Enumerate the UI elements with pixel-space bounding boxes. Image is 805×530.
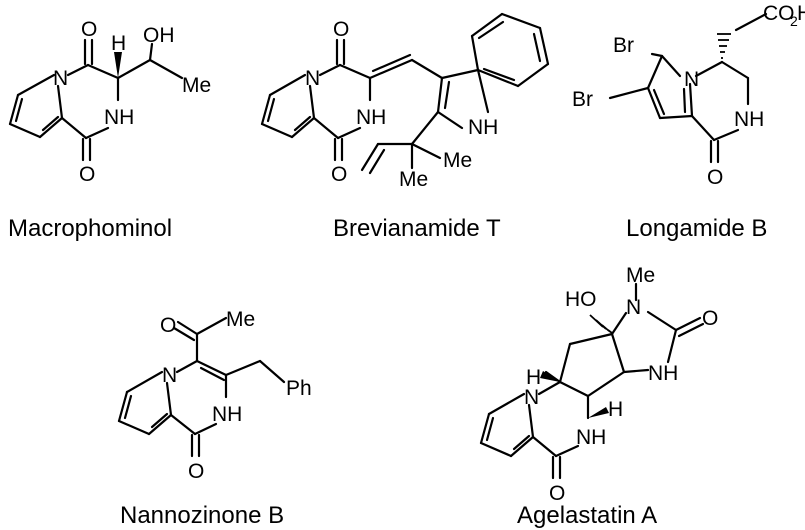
atom-ph: Ph xyxy=(286,377,312,400)
atom-nh: NH xyxy=(468,116,498,139)
atom-o: O xyxy=(81,18,97,41)
compound-label: Longamide B xyxy=(626,215,767,242)
brevianamide-bonds xyxy=(260,12,550,175)
atom-n: N xyxy=(524,386,539,409)
atom-h: H xyxy=(526,366,541,389)
agelastatin-bonds xyxy=(479,282,705,480)
atom-o: O xyxy=(160,314,176,337)
longamide-atoms: Br Br N NH O CO 2 H xyxy=(572,2,805,189)
atom-o: O xyxy=(331,163,347,186)
atom-co2h-co: CO xyxy=(763,2,795,25)
longamide-bonds xyxy=(608,12,768,164)
atom-me: Me xyxy=(226,308,255,331)
atom-nh: NH xyxy=(576,426,606,449)
atom-h: H xyxy=(608,398,623,421)
atom-o: O xyxy=(188,460,204,483)
structure-longamide-b: Br Br N NH O CO 2 H Longamide B xyxy=(572,2,805,242)
compound-label: Nannozinone B xyxy=(120,502,284,529)
atom-me: Me xyxy=(443,149,472,172)
atom-n: N xyxy=(684,68,699,91)
structure-brevianamide-t: O N NH O NH Me Me Brevianamide T xyxy=(260,12,550,242)
agelastatin-h-wedge-2 xyxy=(540,371,560,382)
atom-me: Me xyxy=(399,168,428,191)
compound-label: Brevianamide T xyxy=(333,215,501,242)
atom-o: O xyxy=(549,482,565,505)
macrophominol-bonds xyxy=(8,38,184,162)
structure-macrophominol: O N H OH Me NH O Macrophominol xyxy=(8,18,211,242)
atom-n: N xyxy=(53,67,68,90)
atom-nh: NH xyxy=(104,106,134,129)
atom-o: O xyxy=(702,307,718,330)
brevianamide-atoms: O N NH O NH Me Me xyxy=(305,18,498,191)
compound-label: Macrophominol xyxy=(8,215,172,242)
structure-agelastatin-a: HO N Me O NH H N H NH O Agelastatin A xyxy=(479,264,718,529)
atom-br: Br xyxy=(613,34,634,57)
atom-nh: NH xyxy=(356,106,386,129)
atom-o: O xyxy=(333,18,349,41)
atom-n: N xyxy=(626,296,641,319)
atom-nh: NH xyxy=(734,108,764,131)
atom-ho: HO xyxy=(565,288,597,311)
macrophominol-atoms: O N H OH Me NH O xyxy=(53,18,211,186)
atom-o: O xyxy=(707,166,723,189)
atom-me: Me xyxy=(182,74,211,97)
atom-nh: NH xyxy=(212,403,242,426)
compound-label: Agelastatin A xyxy=(517,502,657,529)
nannozinone-bonds xyxy=(117,316,286,458)
structure-nannozinone-b: O Me N Ph NH O Nannozinone B xyxy=(117,308,312,529)
atom-me: Me xyxy=(626,264,655,287)
atom-o: O xyxy=(79,163,95,186)
atom-n: N xyxy=(162,364,177,387)
atom-br: Br xyxy=(572,88,593,111)
atom-n: N xyxy=(305,67,320,90)
carboxylic-acid-label: CO 2 H xyxy=(763,2,805,29)
macrophominol-h-wedge xyxy=(114,52,122,78)
atom-oh: OH xyxy=(143,24,175,47)
atom-h: H xyxy=(111,32,126,55)
longamide-hash-bond xyxy=(717,33,731,59)
atom-co2h-h: H xyxy=(797,2,805,25)
atom-nh: NH xyxy=(648,362,678,385)
agelastatin-atoms: HO N Me O NH H N H NH O xyxy=(524,264,718,505)
agelastatin-oh-hash xyxy=(589,314,613,334)
agelastatin-h-wedge xyxy=(588,407,609,418)
nannozinone-atoms: O Me N Ph NH O xyxy=(160,308,312,483)
atom-co2h-subscript: 2 xyxy=(790,13,798,29)
